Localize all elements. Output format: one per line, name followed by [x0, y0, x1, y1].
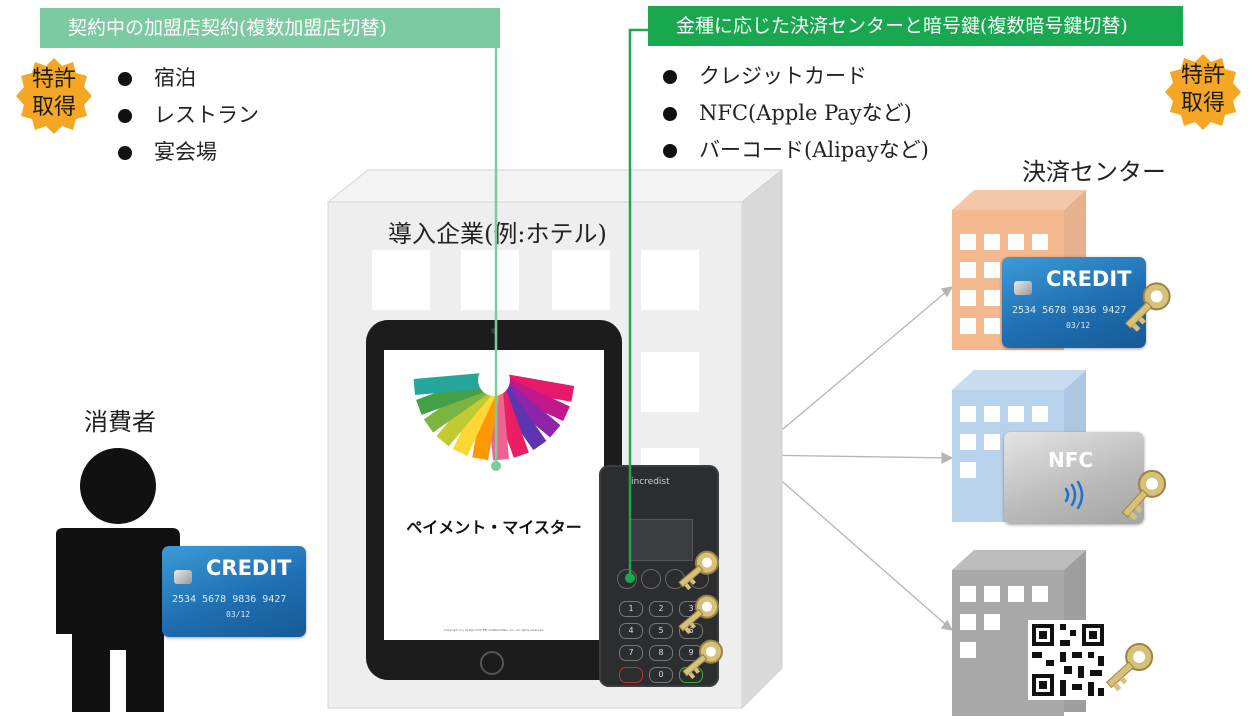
patent-badge-line2: 取得: [1180, 91, 1225, 116]
building-window: [461, 250, 519, 310]
key-icon: [1121, 469, 1167, 521]
keypad-key[interactable]: 4: [619, 623, 643, 639]
person-icon: [56, 448, 180, 712]
key-icon: [678, 550, 719, 591]
copyright-text: Copyright (C) ILLOJO SYSTEM CONSULTING, …: [443, 628, 545, 632]
key-icon: [682, 639, 723, 680]
keypad-key-cancel[interactable]: [619, 667, 643, 683]
list-item: NFC(Apple Payなど): [655, 95, 929, 132]
patent-badge-line1: 特許: [31, 67, 76, 92]
nfc-card: NFC: [1004, 432, 1144, 524]
contract-list: 宿泊 レストラン 宴会場: [110, 60, 259, 171]
credit-card-center: CREDIT 2534 5678 9836 9427 03/12: [1002, 257, 1146, 348]
list-item: バーコード(Alipayなど): [655, 132, 929, 169]
card-expiry: 03/12: [1066, 321, 1091, 330]
tablet-camera: [491, 328, 497, 334]
key-banner-text: 金種に応じた決済センターと暗号鍵(複数暗号鍵切替): [676, 15, 1128, 37]
settlement-label: 決済センター: [1022, 158, 1166, 186]
patent-badge-icon: [16, 58, 92, 134]
building-window: [372, 250, 430, 310]
card-number: 2534 5678 9836 9427: [1012, 305, 1127, 316]
keypad-key[interactable]: 2: [649, 601, 673, 617]
card-chip: [174, 570, 192, 584]
terminal-brand: incredist: [631, 477, 670, 487]
list-item: レストラン: [110, 97, 259, 134]
building-window: [641, 250, 699, 310]
patent-badge-icon: [1165, 54, 1241, 130]
list-item: 宴会場: [110, 134, 259, 171]
key-icon: [1124, 282, 1171, 332]
patent-badge-line2: 取得: [31, 95, 76, 120]
keypad-key[interactable]: 5: [649, 623, 673, 639]
tablet-home-button[interactable]: [480, 651, 504, 675]
key-banner: 金種に応じた決済センターと暗号鍵(複数暗号鍵切替): [648, 6, 1183, 46]
card-expiry: 03/12: [226, 610, 251, 619]
key-icon: [1105, 642, 1154, 692]
terminal-key[interactable]: [641, 569, 661, 589]
contract-banner-text: 契約中の加盟店契約(複数加盟店切替): [68, 17, 387, 39]
card-credit-label: CREDIT: [1046, 267, 1132, 291]
consumer-label: 消費者: [84, 408, 156, 436]
credit-card-consumer: CREDIT 2534 5678 9836 9427 03/12: [162, 546, 306, 637]
payment-type-list: クレジットカード NFC(Apple Payなど) バーコード(Alipayなど…: [655, 58, 929, 169]
terminal-key[interactable]: [617, 569, 637, 589]
key-icon: [678, 594, 719, 635]
list-item: 宿泊: [110, 60, 259, 97]
nfc-label: NFC: [1048, 448, 1094, 472]
card-credit-label: CREDIT: [206, 556, 292, 580]
tablet-screen: ペイメント・マイスター Copyright (C) ILLOJO SYSTEM …: [384, 350, 604, 640]
card-fan-logo: [413, 364, 575, 461]
card-number: 2534 5678 9836 9427: [172, 594, 287, 605]
building-window: [641, 352, 699, 412]
company-label: 導入企業(例:ホテル): [388, 220, 607, 248]
patent-badge-text-left: 特許 取得: [14, 66, 94, 122]
keypad-key[interactable]: 8: [649, 645, 673, 661]
card-chip: [1014, 281, 1032, 295]
list-item: クレジットカード: [655, 58, 929, 95]
patent-badge-line1: 特許: [1180, 63, 1225, 88]
tablet-device: ペイメント・マイスター Copyright (C) ILLOJO SYSTEM …: [366, 320, 622, 680]
keypad-key[interactable]: 7: [619, 645, 643, 661]
building-window: [552, 250, 610, 310]
arrow-to-barcode-center: [751, 454, 953, 631]
contract-banner: 契約中の加盟店契約(複数加盟店切替): [40, 8, 500, 48]
qr-code-icon: [1028, 620, 1108, 700]
keypad-key[interactable]: 0: [649, 667, 673, 683]
terminal-display: [629, 519, 693, 561]
patent-badge-text-right: 特許 取得: [1163, 62, 1243, 118]
arrow-to-nfc-center: [751, 454, 953, 459]
arrow-to-credit-center: [751, 286, 953, 456]
keypad-key[interactable]: 1: [619, 601, 643, 617]
app-title: ペイメント・マイスター: [406, 518, 582, 537]
contactless-icon: [1064, 480, 1084, 510]
